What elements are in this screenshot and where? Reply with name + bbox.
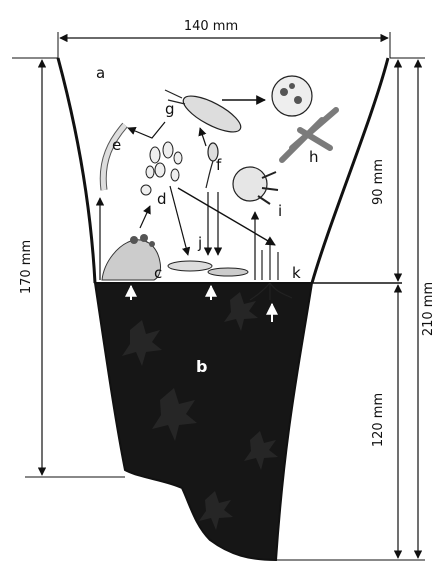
top-dimension-label: 140 mm [184, 19, 238, 34]
organism-h-algae [272, 76, 336, 160]
left-dimension-label: 170 mm [19, 240, 34, 294]
arrow-c-to-d [140, 206, 150, 228]
organism-j-elongated [168, 261, 248, 276]
right-upper-dimension-label: 90 mm [371, 159, 386, 205]
label-a: a [96, 64, 105, 82]
organism-c-biofilm [102, 234, 161, 280]
label-j: j [197, 234, 202, 252]
arrow-d-to-j-1 [170, 186, 188, 255]
label-e: e [112, 136, 121, 154]
right-total-dimension-label: 210 mm [421, 282, 435, 336]
arrow-f-to-g [200, 128, 206, 146]
organism-i-round [233, 167, 278, 204]
label-g: g [165, 100, 175, 118]
organism-e-larva [103, 125, 125, 190]
organism-g-crustacean [165, 89, 245, 138]
right-lower-dimension-label: 120 mm [371, 393, 386, 447]
label-h: h [309, 148, 319, 166]
label-i: i [278, 202, 282, 220]
organism-d-cells [141, 142, 182, 195]
label-f: f [216, 156, 222, 174]
container-wall-left [58, 58, 95, 283]
label-c: c [154, 264, 162, 282]
label-b: b [196, 357, 207, 376]
label-k: k [292, 264, 301, 282]
label-d: d [157, 190, 167, 208]
arrow-g-to-e [128, 122, 165, 138]
